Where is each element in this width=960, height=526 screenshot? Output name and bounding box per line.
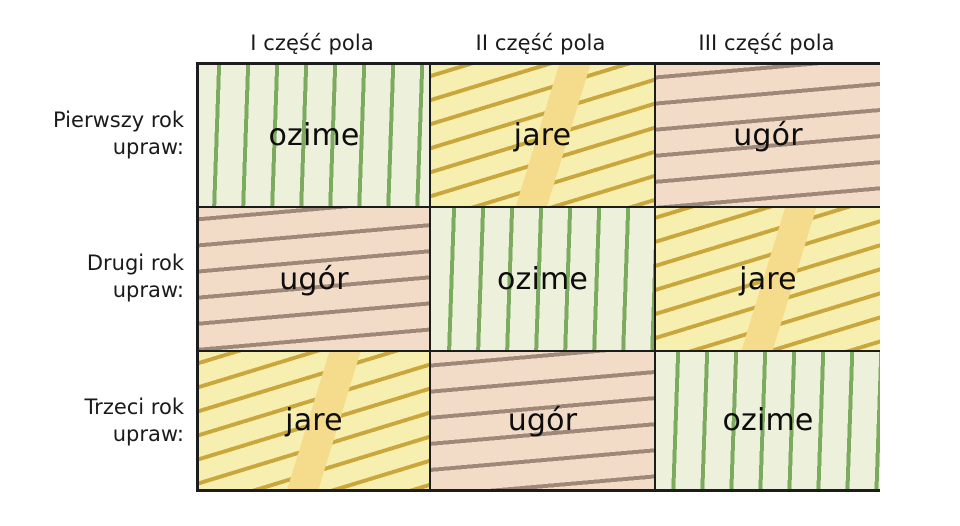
- grid-cell-r3c2: ugór: [431, 352, 656, 489]
- row-label-year-3: Trzeci rok upraw:: [0, 349, 184, 492]
- row-label-year-2: Drugi rok upraw:: [0, 205, 184, 349]
- grid-cell-r1c1: ozime: [199, 65, 431, 208]
- row-label-year-1: Pierwszy rok upraw:: [0, 62, 184, 205]
- grid-cell-r3c3: ozime: [656, 352, 880, 489]
- column-header-part-1: I część pola: [250, 31, 374, 55]
- grid-cell-r1c1-label: ozime: [268, 118, 360, 153]
- column-header-row: I część pola II część pola III część pol…: [196, 24, 880, 62]
- grid-cell-r2c2: ozime: [431, 208, 656, 352]
- row-label-year-1-line-2: upraw:: [112, 134, 184, 159]
- grid-cell-r3c1: jare: [199, 352, 431, 489]
- row-label-year-2-line-2: upraw:: [112, 278, 184, 302]
- grid-cell-r1c3-label: ugór: [733, 118, 803, 153]
- rotation-grid: ozime jare ugór ugór ozime jare: [196, 62, 880, 492]
- grid-cell-r3c3-label: ozime: [722, 403, 814, 438]
- column-header-part-3: III część pola: [698, 31, 835, 55]
- grid-cell-r3c2-label: ugór: [507, 403, 578, 438]
- grid-cell-r2c3-label: jare: [739, 261, 797, 297]
- grid-cell-r2c1-label: ugór: [279, 261, 349, 297]
- row-label-year-1-line-1: Pierwszy rok: [52, 107, 184, 132]
- grid-cell-r2c2-label: ozime: [496, 261, 589, 297]
- row-label-column: Pierwszy rok upraw: Drugi rok upraw: Trz…: [0, 62, 184, 492]
- column-header-part-2: II część pola: [475, 31, 606, 55]
- row-label-year-3-line-1: Trzeci rok: [84, 394, 184, 419]
- grid-cell-r2c3: jare: [656, 208, 880, 352]
- grid-cell-r1c2: jare: [431, 65, 656, 208]
- grid-cell-r2c1: ugór: [199, 208, 431, 352]
- grid-cell-r3c1-label: jare: [285, 403, 343, 438]
- row-label-year-3-line-2: upraw:: [112, 421, 184, 446]
- grid-cell-r1c2-label: jare: [513, 118, 572, 153]
- grid-cell-r1c3: ugór: [656, 65, 880, 208]
- row-label-year-2-line-1: Drugi rok: [86, 251, 184, 276]
